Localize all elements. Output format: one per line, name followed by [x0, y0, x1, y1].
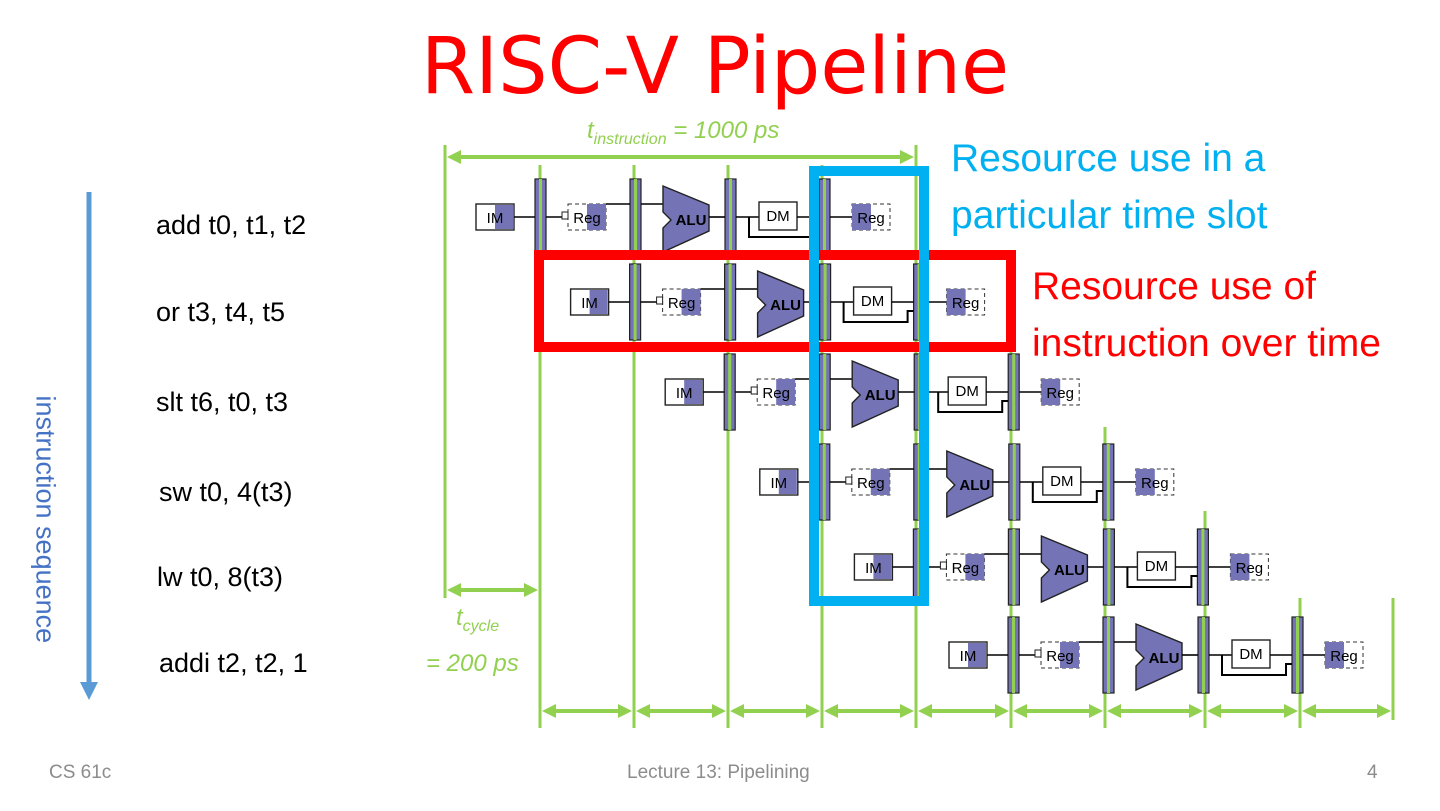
over-time-annotation: Resource use of instruction over time: [1032, 258, 1381, 372]
dm-label: DM: [861, 293, 884, 310]
reg-write-label: Reg: [857, 210, 885, 227]
data-memory: [1231, 639, 1271, 669]
reg-write-label: Reg: [1141, 475, 1169, 492]
dm-label: DM: [1239, 646, 1262, 663]
time-slot-box: [809, 166, 929, 606]
instruction-or: or t3, t4, t5: [156, 297, 286, 327]
reg-read-label: Reg: [857, 475, 885, 492]
alu: [756, 269, 805, 339]
t-instruction-arrow: [447, 150, 914, 164]
bypass-wire: [937, 392, 1009, 413]
reg-write-label: Reg: [1236, 560, 1264, 577]
cycle-arrow: [918, 704, 1009, 718]
t-cycle-arrow: [447, 583, 538, 597]
im-label: IM: [770, 475, 787, 492]
alu-label: ALU: [1054, 562, 1085, 579]
reg-read-label: Reg: [1046, 648, 1074, 665]
sequence-arrow-icon: [80, 192, 98, 700]
alu: [1040, 534, 1089, 604]
cycle-arrow: [730, 704, 820, 718]
time-slot-line1: Resource use in a: [951, 137, 1266, 180]
im-label: IM: [581, 295, 598, 312]
pipeline-row-5: IM Reg ALU DM Reg: [853, 528, 1269, 606]
data-memory: [852, 286, 893, 316]
dm-label: DM: [956, 383, 979, 400]
reg-write-label: Reg: [1330, 648, 1358, 665]
instruction-lw: lw t0, 8(t3): [157, 562, 284, 592]
t-cycle-symbol-label: tcycle: [456, 604, 499, 636]
data-memory: [947, 376, 987, 406]
pipeline-row-6: IM Reg ALU DM Reg: [948, 616, 1364, 694]
alu-label: ALU: [959, 477, 990, 494]
t-instruction-value: = 1000 ps: [673, 117, 780, 144]
cycle-arrow: [1302, 704, 1391, 718]
alu-label: ALU: [865, 387, 896, 404]
over-time-line1: Resource use of: [1032, 265, 1316, 308]
bypass-wire: [842, 302, 914, 323]
reg-read-label: Reg: [952, 560, 980, 577]
im-label: IM: [865, 560, 882, 577]
alu: [1135, 622, 1183, 692]
t-instruction-symbol: t: [587, 117, 594, 144]
t-instruction-subscript: instruction: [593, 130, 667, 148]
t-cycle-symbol: t: [456, 604, 463, 631]
data-memory: [758, 201, 798, 231]
cycle-arrow: [1013, 704, 1103, 718]
pipeline-row-1: IM Reg ALU DM Reg: [475, 178, 891, 256]
footer-page-number: 4: [1367, 762, 1378, 783]
t-cycle-subscript: cycle: [462, 617, 500, 635]
alu-label: ALU: [676, 212, 707, 229]
cycle-arrow: [1207, 704, 1298, 718]
bypass-wire: [1126, 567, 1198, 588]
pipeline-row-3: IM Reg ALU DM Reg: [664, 353, 1080, 431]
cycle-arrow: [824, 704, 914, 718]
cycle-arrow: [636, 704, 726, 718]
instruction-addi: addi t2, t2, 1: [159, 648, 308, 678]
alu-label: ALU: [1149, 650, 1180, 667]
dm-label: DM: [766, 208, 789, 225]
instruction-sw: sw t0, 4(t3): [159, 477, 293, 507]
data-memory: [1042, 466, 1082, 496]
t-cycle-value: = 200 ps: [426, 650, 519, 677]
cycle-arrow: [1107, 704, 1203, 718]
slide-title: RISC-V Pipeline: [420, 22, 1010, 112]
t-instruction-label: tinstruction = 1000 ps: [587, 117, 779, 149]
alu: [851, 359, 899, 429]
bypass-wire: [1031, 482, 1103, 503]
data-memory: [1136, 551, 1177, 581]
instruction-slt: slt t6, t0, t3: [156, 387, 289, 417]
bypass-wire: [1221, 655, 1292, 676]
instruction-add: add t0, t1, t2: [156, 210, 307, 240]
pipeline-row-4: IM Reg ALU DM Reg: [759, 443, 1175, 521]
reg-write-label: Reg: [952, 295, 980, 312]
im-label: IM: [676, 385, 693, 402]
dm-label: DM: [1050, 473, 1073, 490]
reg-read-label: Reg: [762, 385, 790, 402]
alu-label: ALU: [770, 297, 801, 314]
footer-lecture: Lecture 13: Pipelining: [627, 762, 810, 783]
pipeline-row-2: IM Reg ALU DM Reg: [569, 263, 986, 341]
alu: [662, 184, 710, 254]
time-slot-annotation: Resource use in a particular time slot: [951, 130, 1267, 244]
dm-label: DM: [1145, 558, 1168, 575]
alu: [946, 449, 994, 519]
reg-write-label: Reg: [1046, 385, 1074, 402]
time-slot-line2: particular time slot: [951, 194, 1268, 237]
footer-course: CS 61c: [49, 762, 112, 783]
reg-read-label: Reg: [573, 210, 601, 227]
over-time-line2: instruction over time: [1032, 322, 1381, 365]
im-label: IM: [487, 210, 504, 227]
im-label: IM: [960, 648, 977, 665]
instruction-over-time-box: [534, 250, 1016, 352]
cycle-arrow: [542, 704, 632, 718]
reg-read-label: Reg: [668, 295, 696, 312]
